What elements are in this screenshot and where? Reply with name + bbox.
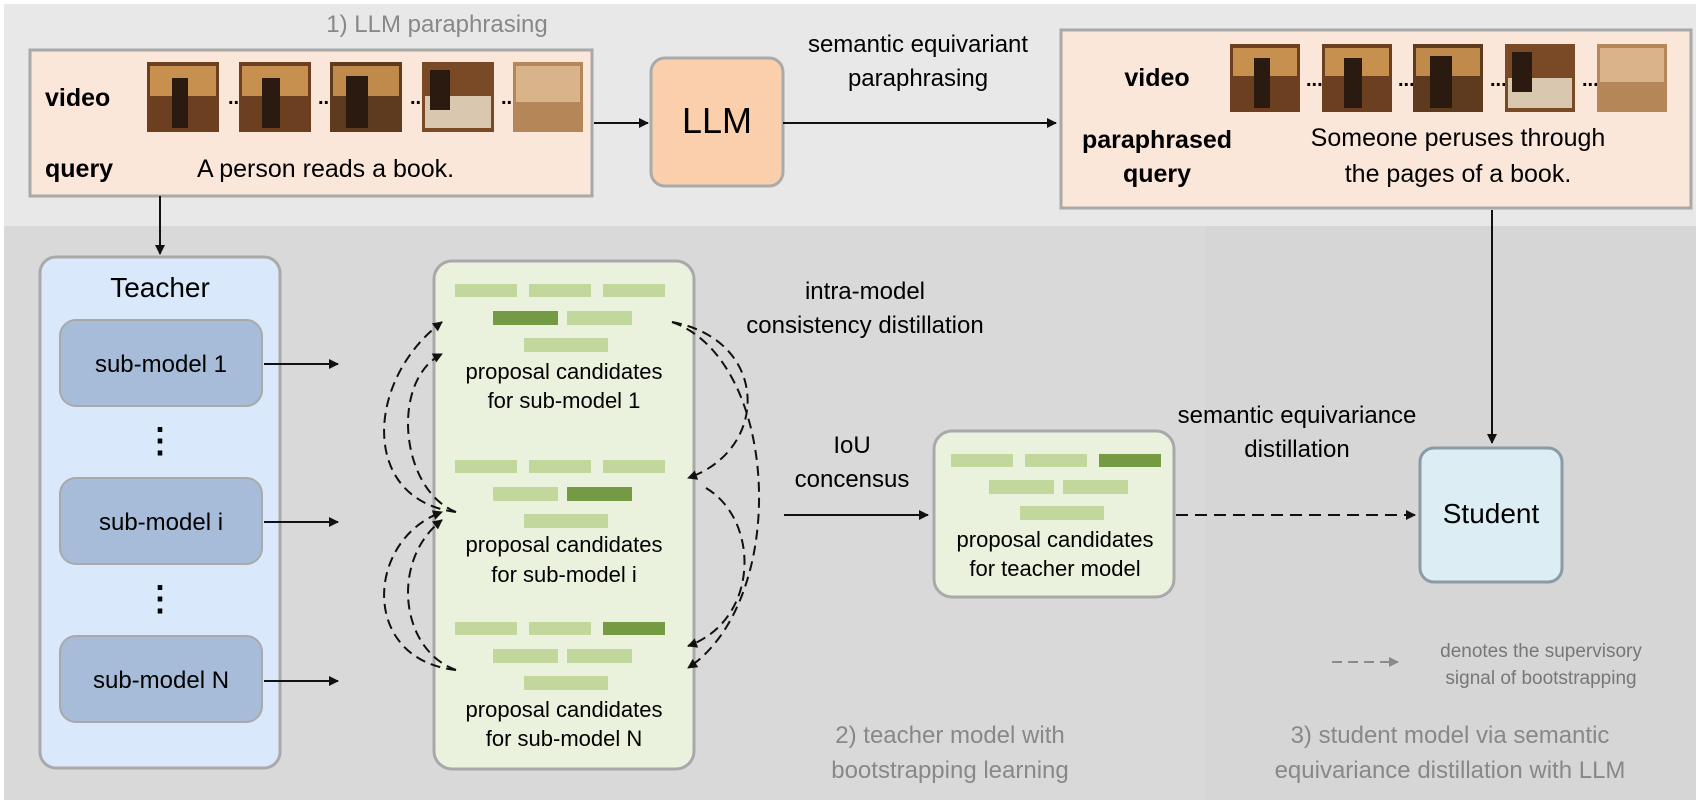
student-label: Student [1443, 498, 1540, 529]
submodel-i-box [59, 477, 263, 565]
video-frame-person [430, 70, 450, 110]
proposal-bar-selected [603, 622, 665, 635]
proposal-bar [529, 622, 591, 635]
paraphrase-label-line2: paraphrasing [848, 65, 988, 92]
proposal-bar [1020, 506, 1104, 520]
legend-line1: denotes the supervisory [1440, 641, 1642, 662]
paraphrased-text-line1: Someone peruses through [1311, 124, 1606, 152]
proposal-bar [1025, 454, 1087, 467]
dashed-arrow-n-to-i [383, 510, 457, 671]
input-box: video query A person reads a book. ... .… [28, 48, 594, 198]
submodel-1-box [59, 319, 263, 407]
proposal-bar [567, 649, 632, 663]
proposal-n-line1: proposal candidates [466, 697, 663, 722]
video-frame-person [1254, 58, 1270, 108]
output-video-label: video [1124, 64, 1189, 92]
section3-line2: equivariance distillation with LLM [1275, 757, 1626, 784]
proposal-bar [455, 284, 517, 297]
intra-model-line2: consistency distillation [746, 312, 983, 339]
proposal-bar-selected [1099, 454, 1161, 467]
proposal-bar [989, 480, 1054, 494]
video-frame-person [1512, 52, 1532, 92]
dashed-arrow-n-to-ib [407, 519, 457, 671]
proposal-i-line2: for sub-model i [491, 562, 637, 587]
proposal-bar [951, 454, 1013, 467]
section2-line2: bootstrapping learning [831, 757, 1069, 784]
query-text: A person reads a book. [197, 155, 454, 183]
proposal-bar [529, 460, 591, 473]
input-video-frames: ... ... ... ... [147, 62, 583, 132]
video-frame-person [262, 78, 280, 128]
teacher-proposals: proposal candidates for teacher model [932, 429, 1176, 599]
intra-model-line1: intra-model [805, 278, 925, 305]
output-box: video paraphrased query Someone peruses … [1059, 28, 1693, 210]
proposal-bar [1063, 480, 1128, 494]
proposals-panel: proposal candidates for sub-model 1 prop… [432, 259, 696, 771]
video-frame-person [172, 78, 188, 128]
section2-line1: 2) teacher model with [835, 722, 1064, 749]
proposal-bar [529, 284, 591, 297]
teacher-proposals-line1: proposal candidates [957, 527, 1154, 552]
ellipsis: ... [1582, 69, 1599, 91]
query-label: query [45, 155, 113, 183]
proposal-bar [567, 311, 632, 325]
teacher-panel: Teacher sub-model 1 ⋮ sub-model i ⋮ sub-… [38, 255, 282, 770]
proposal-bar [524, 676, 608, 690]
proposal-i-line1: proposal candidates [466, 532, 663, 557]
proposal-bar [603, 284, 665, 297]
paraphrase-label-line1: semantic equivariant [808, 31, 1028, 58]
dashed-arrow-i-to-1b [407, 353, 457, 513]
teacher-title: Teacher [110, 272, 210, 303]
proposal-bar [455, 460, 517, 473]
video-label: video [45, 84, 110, 112]
output-video-frames: ... ... ... ... [1230, 44, 1667, 112]
video-frame-person [1344, 58, 1362, 108]
iou-line1: IoU [833, 432, 870, 459]
ellipsis: ... [1398, 69, 1415, 91]
paraphrased-text-line2: the pages of a book. [1345, 160, 1572, 188]
dashed-arrow-i-to-1 [383, 321, 457, 513]
submodel-i-label: sub-model i [99, 509, 223, 536]
submodel-1-label: sub-model 1 [95, 351, 227, 378]
dashed-arrow-1-to-n [671, 321, 760, 669]
video-frame-person [1430, 56, 1452, 108]
section1-title: 1) LLM paraphrasing [326, 11, 547, 38]
section3-line1: 3) student model via semantic [1291, 722, 1610, 749]
submodel-n-label: sub-model N [93, 667, 229, 694]
dashed-arrow-1-to-i [671, 321, 749, 480]
proposal-bar [493, 487, 558, 501]
video-frame-person [346, 76, 368, 128]
ellipsis: ... [1490, 69, 1507, 91]
dashed-arrow-i-to-n [687, 487, 746, 648]
sem-distill-line2: distillation [1244, 436, 1349, 463]
right-bootstrap-arrows [671, 321, 760, 669]
proposal-bar [603, 460, 665, 473]
llm-label: LLM [682, 100, 752, 141]
proposal-bar [524, 338, 608, 352]
proposal-1-line1: proposal candidates [466, 359, 663, 384]
paraphrased-label: paraphrased [1082, 126, 1232, 154]
proposal-bar-selected [493, 311, 558, 325]
dots-2: ⋮ [143, 580, 177, 618]
legend-line2: signal of bootstrapping [1445, 668, 1636, 689]
proposal-bar [524, 514, 608, 528]
sem-distill-line1: semantic equivariance [1178, 402, 1417, 429]
proposal-bar-selected [567, 487, 632, 501]
left-bootstrap-arrows [383, 321, 457, 671]
teacher-proposals-line2: for teacher model [969, 556, 1140, 581]
video-frame-detail [1600, 48, 1664, 82]
proposal-bar [493, 649, 558, 663]
student-box [1418, 446, 1564, 584]
dots-1: ⋮ [143, 422, 177, 460]
paraphrased-query-label: query [1123, 160, 1191, 188]
iou-line2: concensus [795, 466, 910, 493]
proposal-n-line2: for sub-model N [486, 726, 643, 751]
proposal-1-line2: for sub-model 1 [488, 388, 641, 413]
ellipsis: ... [1306, 69, 1323, 91]
video-frame-detail [516, 66, 580, 102]
submodel-n-box [59, 635, 263, 723]
proposal-bar [455, 622, 517, 635]
